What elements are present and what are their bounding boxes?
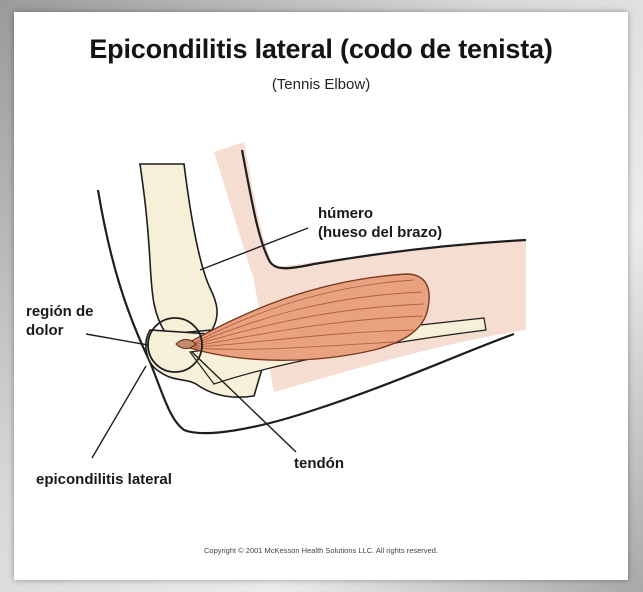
label-humerus-line2: (hueso del brazo) <box>318 223 442 242</box>
humerus-bone <box>140 164 217 334</box>
label-lateral-epicondylitis: epicondilitis lateral <box>36 470 172 489</box>
label-pain-region: región de dolor <box>26 302 94 340</box>
copyright-notice: Copyright © 2001 McKesson Health Solutio… <box>14 546 628 555</box>
label-pain-line2: dolor <box>26 321 94 340</box>
lateral-epicondylitis-leader-line <box>92 366 146 458</box>
diagram-card: Epicondilitis lateral (codo de tenista) … <box>14 12 628 580</box>
label-humerus: húmero (hueso del brazo) <box>318 204 442 242</box>
label-pain-line1: región de <box>26 302 94 321</box>
label-tendon: tendón <box>294 454 344 473</box>
label-humerus-line1: húmero <box>318 204 442 223</box>
elbow-illustration <box>14 12 628 580</box>
